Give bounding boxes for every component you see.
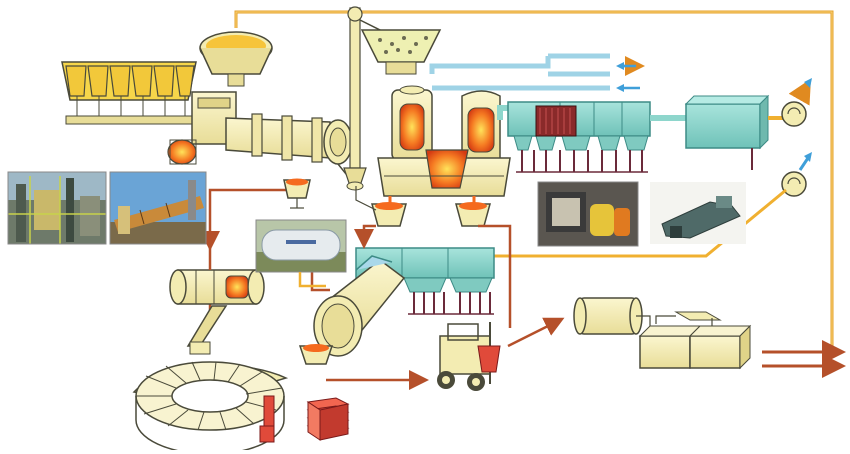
melting-furnace-left bbox=[391, 85, 433, 161]
baghouse-filter-lower bbox=[355, 247, 495, 315]
exhaust-fan-middle bbox=[781, 152, 812, 197]
plant-photo-left bbox=[7, 171, 107, 245]
plant-photo-tank bbox=[255, 219, 347, 273]
pipe-kiln-link bbox=[355, 186, 377, 211]
gas-duct-top bbox=[429, 53, 645, 92]
exhaust-fan-top bbox=[781, 78, 812, 127]
forklift bbox=[437, 322, 501, 391]
ladle-transfer bbox=[283, 178, 311, 209]
rotary-kiln bbox=[167, 91, 353, 177]
plant-photo-equipment bbox=[537, 181, 639, 247]
feed-bin-round bbox=[199, 31, 273, 87]
ladle-lower bbox=[298, 344, 334, 365]
cylinder-tank-lower-right bbox=[573, 297, 643, 335]
hopper-bank bbox=[61, 61, 197, 125]
baghouse-filter-top bbox=[497, 101, 651, 173]
ingot-stack bbox=[306, 397, 350, 441]
plant-photo-kiln bbox=[109, 171, 207, 245]
furnace-base bbox=[377, 149, 511, 197]
casting-wheel bbox=[132, 361, 289, 454]
pipe-to-settling bbox=[636, 315, 651, 326]
settling-tanks bbox=[638, 311, 752, 370]
diagonal-orange-pipe bbox=[486, 188, 787, 258]
gas-line-tank bbox=[298, 272, 326, 288]
cooling-unit bbox=[684, 94, 770, 170]
ladle-left bbox=[371, 196, 407, 227]
melting-furnace-right bbox=[461, 90, 501, 161]
plant-photo-machine bbox=[650, 182, 746, 244]
ladle-right bbox=[455, 196, 491, 227]
filter-bag-icon bbox=[535, 105, 577, 137]
rotary-drum-lower bbox=[313, 255, 406, 357]
rotary-furnace-small bbox=[169, 269, 265, 305]
charging-tower bbox=[343, 6, 401, 191]
scrap-hopper bbox=[360, 29, 442, 75]
casting-launder bbox=[186, 305, 228, 355]
